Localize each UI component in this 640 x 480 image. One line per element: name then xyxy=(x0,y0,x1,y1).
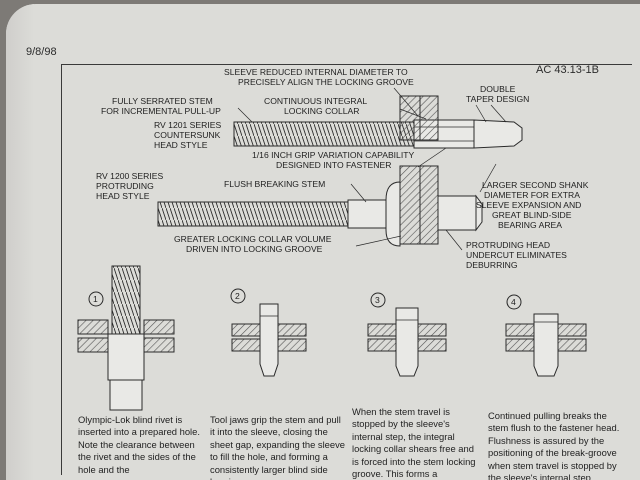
step-1-drawing: 1 xyxy=(77,265,175,411)
step-2-caption: Tool jaws grip the stem and pull it into… xyxy=(210,414,345,480)
step-1-number: 1 xyxy=(93,294,98,304)
grip-variation-label: 1/16 INCH GRIP VARIATION CAPABILITY DESI… xyxy=(252,150,416,170)
step-3-number: 3 xyxy=(375,295,380,305)
sheet-section-drawing xyxy=(399,95,439,245)
rv1201-label: RV 1201 SERIES COUNTERSUNK HEAD STYLE xyxy=(154,120,224,150)
sleeve-label: SLEEVE REDUCED INTERNAL DIAMETER TO PREC… xyxy=(224,67,414,87)
rv1200-label: RV 1200 SERIES PROTRUDING HEAD STYLE xyxy=(96,171,166,201)
double-taper-label: DOUBLE TAPER DESIGN xyxy=(466,84,529,104)
manual-page: 9/8/98 AC 43.13-1B xyxy=(6,4,640,480)
protruding-head-label: PROTRUDING HEAD UNDERCUT ELIMINATES DEBU… xyxy=(466,240,569,270)
figure-frame xyxy=(61,64,632,475)
collar-volume-label: GREATER LOCKING COLLAR VOLUME DRIVEN INT… xyxy=(174,234,334,254)
leader-lines xyxy=(237,87,507,251)
step-4-drawing: 4 xyxy=(505,294,587,377)
step-4-number: 4 xyxy=(511,297,516,307)
step-2-number: 2 xyxy=(235,291,240,301)
document-id: AC 43.13-1B xyxy=(536,64,599,76)
locking-collar-label: CONTINUOUS INTEGRAL LOCKING COLLAR xyxy=(264,96,369,116)
larger-shank-label: LARGER SECOND SHANK DIAMETER FOR EXTRA S… xyxy=(476,180,591,230)
protruding-rivet-drawing xyxy=(157,181,483,247)
serrated-stem-label: FULLY SERRATED STEM FOR INCREMENTAL PULL… xyxy=(101,96,221,116)
step-1-caption: Olympic-Lok blind rivet is inserted into… xyxy=(78,414,200,475)
page-date: 9/8/98 xyxy=(26,46,57,58)
flush-stem-label: FLUSH BREAKING STEM xyxy=(224,179,325,189)
rivet-figure: SLEEVE REDUCED INTERNAL DIAMETER TO PREC… xyxy=(77,67,591,411)
step-4-caption: Continued pulling breaks the stem flush … xyxy=(488,410,620,480)
step-3-caption: When the stem travel is stopped by the s… xyxy=(352,406,476,480)
page-gutter xyxy=(6,4,34,480)
countersunk-rivet-drawing xyxy=(233,119,523,149)
step-3-drawing: 3 xyxy=(367,292,447,377)
step-2-drawing: 2 xyxy=(230,288,307,377)
